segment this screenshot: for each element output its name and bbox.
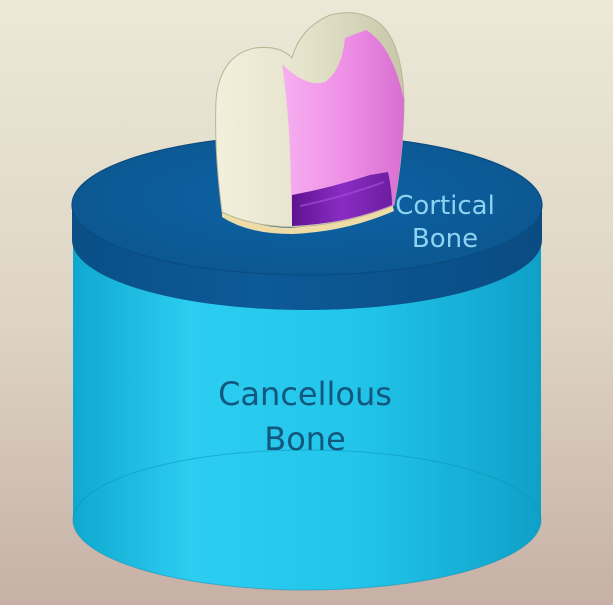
tooth-pulp: [292, 172, 392, 226]
cancellous-label-line1: Cancellous: [218, 375, 392, 413]
cancellous-label-line2: Bone: [264, 419, 346, 458]
tooth-crown: [215, 12, 405, 234]
cortical-bone-label: Cortical Bone: [370, 190, 520, 255]
tooth-base-strip: [222, 203, 394, 234]
cancellous-bone-label: Cancellous Bone: [190, 372, 420, 462]
cancellous-bone-cylinder: [72, 240, 542, 591]
cortical-label-line2: Bone: [411, 223, 479, 254]
cortical-label-line1: Cortical: [395, 191, 495, 221]
